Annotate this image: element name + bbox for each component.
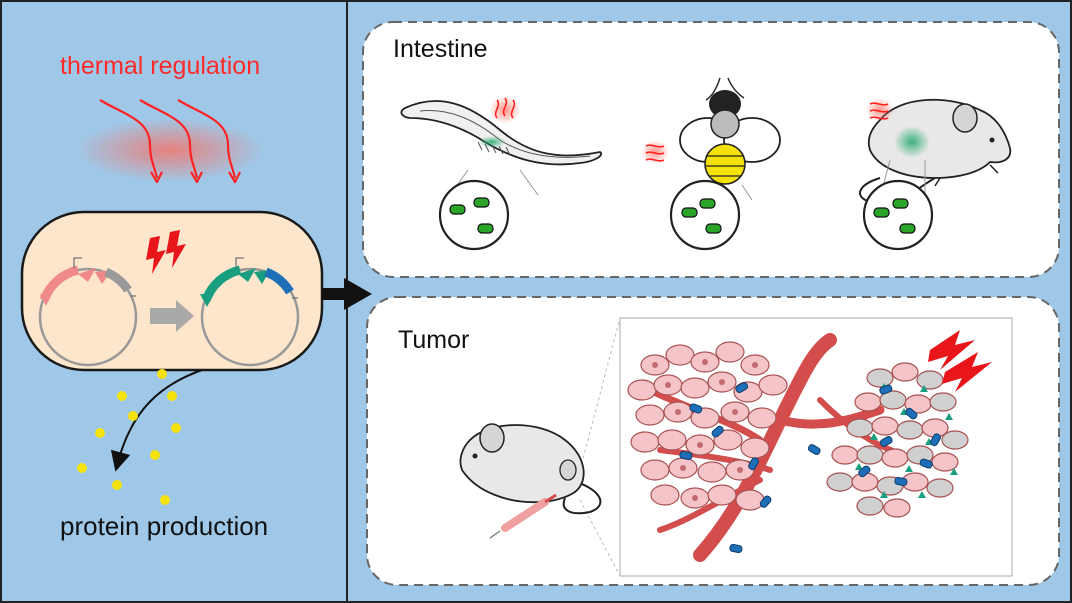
tumor-nuclei bbox=[652, 359, 758, 501]
arrow-icon bbox=[150, 300, 194, 332]
label-protein-production: protein production bbox=[60, 511, 269, 541]
worm-icon bbox=[400, 100, 602, 196]
plasmid-off bbox=[38, 257, 138, 367]
protein-dots bbox=[77, 369, 181, 505]
bacteria-icon bbox=[873, 198, 916, 234]
bacteria-magnifier bbox=[862, 159, 934, 251]
lightning-icon bbox=[146, 230, 186, 274]
heat-wave-icon bbox=[99, 99, 241, 184]
label-thermal-regulation: thermal regulation bbox=[60, 52, 261, 80]
bacteria-icon bbox=[449, 197, 494, 234]
mouse-icon bbox=[459, 423, 602, 515]
syringe-icon bbox=[489, 493, 557, 539]
heat-wave-icon bbox=[869, 102, 889, 120]
tumor-mass bbox=[826, 362, 969, 518]
heat-glow bbox=[75, 118, 265, 182]
bacteria-icon bbox=[681, 198, 722, 234]
plasmid-on bbox=[200, 257, 300, 367]
bacteria-icon bbox=[679, 382, 942, 554]
bacteria-magnifier bbox=[669, 179, 753, 251]
label-intestine: Intestine bbox=[393, 35, 488, 63]
tumor-mass bbox=[627, 341, 788, 511]
bacteria-magnifier bbox=[438, 179, 510, 251]
label-tumor: Tumor bbox=[398, 326, 470, 354]
arrow-icon bbox=[322, 278, 372, 310]
bee-icon bbox=[679, 77, 781, 185]
heat-wave-icon bbox=[494, 97, 516, 119]
lightning-icon bbox=[928, 330, 992, 392]
heat-wave-icon bbox=[645, 144, 665, 162]
secretion-arrow bbox=[110, 369, 203, 472]
mouse-icon bbox=[859, 98, 1012, 205]
